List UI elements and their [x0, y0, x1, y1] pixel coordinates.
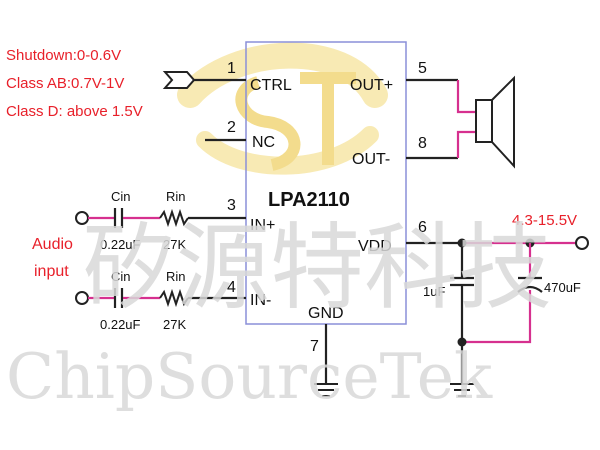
pin-num-5: 5 — [418, 60, 427, 77]
watermark-chinese: 矽源特科技 — [82, 214, 552, 323]
pin-label-vdd: VDD — [358, 238, 392, 255]
pin-label-outn: OUT- — [352, 151, 390, 168]
ground-icon-supply — [450, 383, 474, 397]
pin-label-inp: IN+ — [250, 217, 275, 234]
rin-top-name: Rin — [166, 189, 186, 204]
resistor-rin-top — [159, 208, 189, 228]
cin-top-name: Cin — [111, 189, 131, 204]
rin-bottom-name: Rin — [166, 269, 186, 284]
wire-speaker-neg — [456, 130, 476, 158]
pin-label-outp: OUT+ — [350, 77, 393, 94]
pin-num-7: 7 — [310, 338, 319, 355]
watermark-english: ChipSourceTek — [6, 340, 493, 413]
capacitor-cin-bottom — [113, 288, 124, 308]
cin-bottom-value: 0.22uF — [100, 317, 141, 332]
cap-1uf-label: 1uF — [423, 284, 445, 299]
audio-input-label-1: Audio — [32, 236, 73, 253]
cin-bottom-name: Cin — [111, 269, 131, 284]
resistor-rin-bottom — [159, 288, 189, 308]
pin-num-8: 8 — [418, 135, 427, 152]
pin-label-gnd: GND — [308, 305, 344, 322]
pin-num-6: 6 — [418, 219, 427, 236]
ctrl-input-port — [162, 71, 196, 89]
junction-dot — [457, 337, 467, 347]
pin-label-ctrl: CTRL — [250, 77, 292, 94]
capacitor-470uf — [517, 276, 543, 293]
capacitor-cin-top — [113, 208, 124, 228]
supply-terminal — [575, 236, 589, 250]
rin-bottom-value: 27K — [163, 317, 186, 332]
supply-voltage: 4.3-15.5V — [512, 212, 577, 229]
pin-num-3: 3 — [227, 197, 236, 214]
speaker-icon — [475, 75, 515, 169]
wire-speaker-pos — [456, 80, 476, 114]
rin-top-value: 27K — [163, 237, 186, 252]
chip-name: LPA2110 — [268, 189, 350, 211]
note-class-d: Class D: above 1.5V — [6, 103, 143, 120]
pin-label-nc: NC — [252, 134, 275, 151]
note-shutdown: Shutdown:0-0.6V — [6, 47, 121, 64]
pin-label-inn: IN- — [250, 292, 271, 309]
pin-num-1: 1 — [227, 60, 236, 77]
audio-input-label-2: input — [34, 263, 69, 280]
cap-470uf-label: 470uF — [544, 280, 581, 295]
cin-top-value: 0.22uF — [100, 237, 141, 252]
pin-num-2: 2 — [227, 119, 236, 136]
ground-icon-chip — [314, 383, 338, 397]
note-class-ab: Class AB:0.7V-1V — [6, 75, 124, 92]
pin-num-4: 4 — [227, 279, 236, 296]
logo-watermark — [177, 42, 388, 175]
